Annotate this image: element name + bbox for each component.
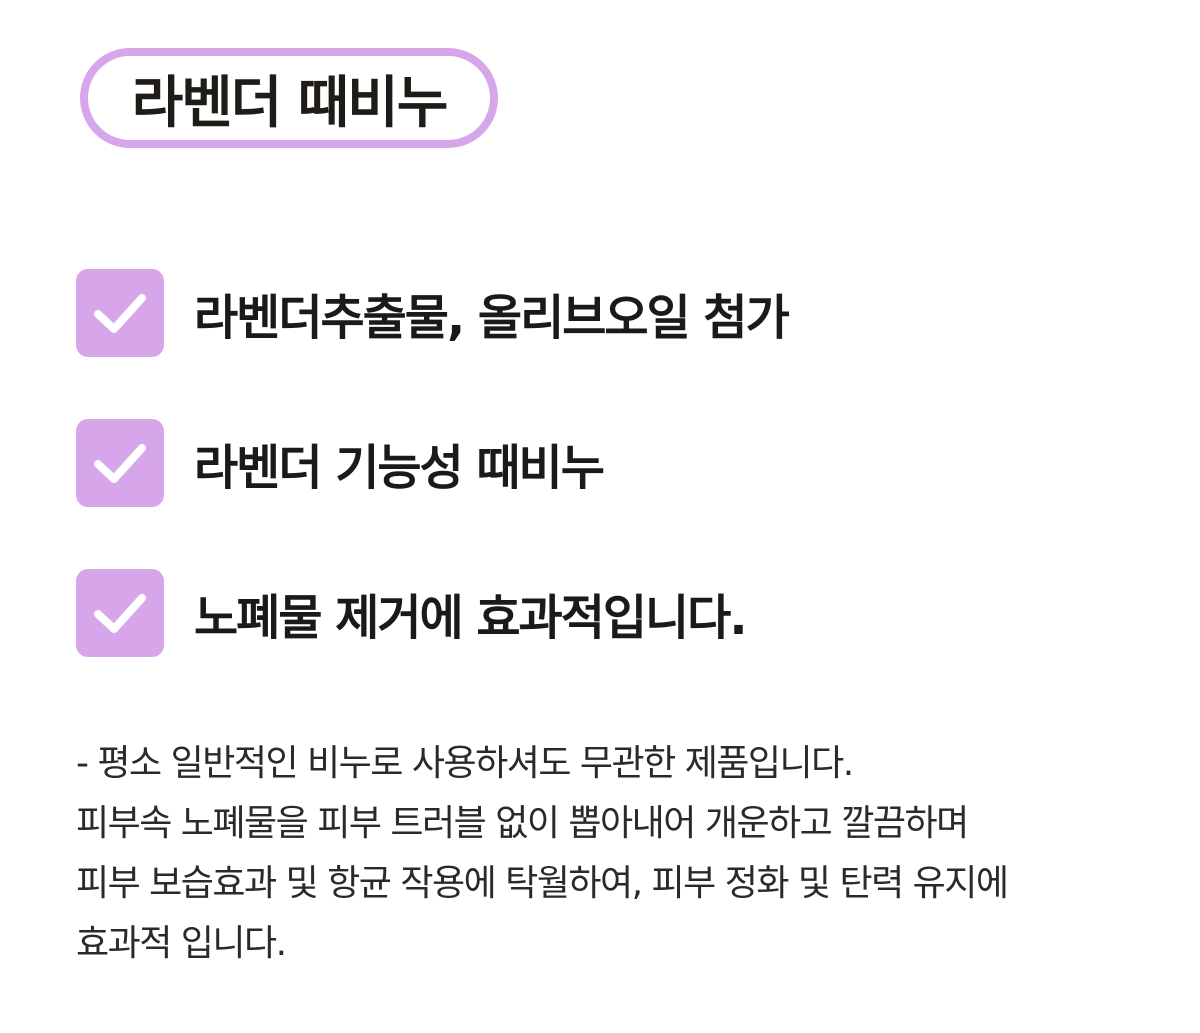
checkmark-icon <box>94 294 146 333</box>
feature-text: 라벤더추출물, 올리브오일 첨가 <box>194 290 790 346</box>
checkmark-icon <box>94 594 146 633</box>
feature-item: 라벤더추출물, 올리브오일 첨가 <box>76 269 1156 357</box>
checkbox <box>76 419 164 507</box>
page-title: 라벤더 때비누 <box>131 70 449 136</box>
title-badge: 라벤더 때비누 <box>80 48 498 148</box>
checkbox <box>76 269 164 357</box>
feature-text: 라벤더 기능성 때비누 <box>194 440 605 496</box>
feature-text: 노폐물 제거에 효과적입니다. <box>194 590 748 646</box>
description-line: 피부속 노폐물을 피부 트러블 없이 뽑아내어 개운하고 깔끔하며 <box>76 803 969 844</box>
product-description: - 평소 일반적인 비누로 사용하셔도 무관한 제품입니다. 피부속 노폐물을 … <box>76 734 1166 974</box>
feature-item: 라벤더 기능성 때비누 <box>76 419 1156 507</box>
description-line: - 평소 일반적인 비누로 사용하셔도 무관한 제품입니다. <box>76 743 854 784</box>
description-line: 효과적 입니다. <box>76 923 287 964</box>
checkmark-icon <box>94 444 146 483</box>
description-line: 피부 보습효과 및 항균 작용에 탁월하여, 피부 정화 및 탄력 유지에 <box>76 863 1009 904</box>
checkbox <box>76 569 164 657</box>
feature-item: 노폐물 제거에 효과적입니다. <box>76 569 1156 657</box>
feature-list: 라벤더추출물, 올리브오일 첨가 라벤더 기능성 때비누 노폐물 제거에 효과적… <box>76 269 1156 719</box>
